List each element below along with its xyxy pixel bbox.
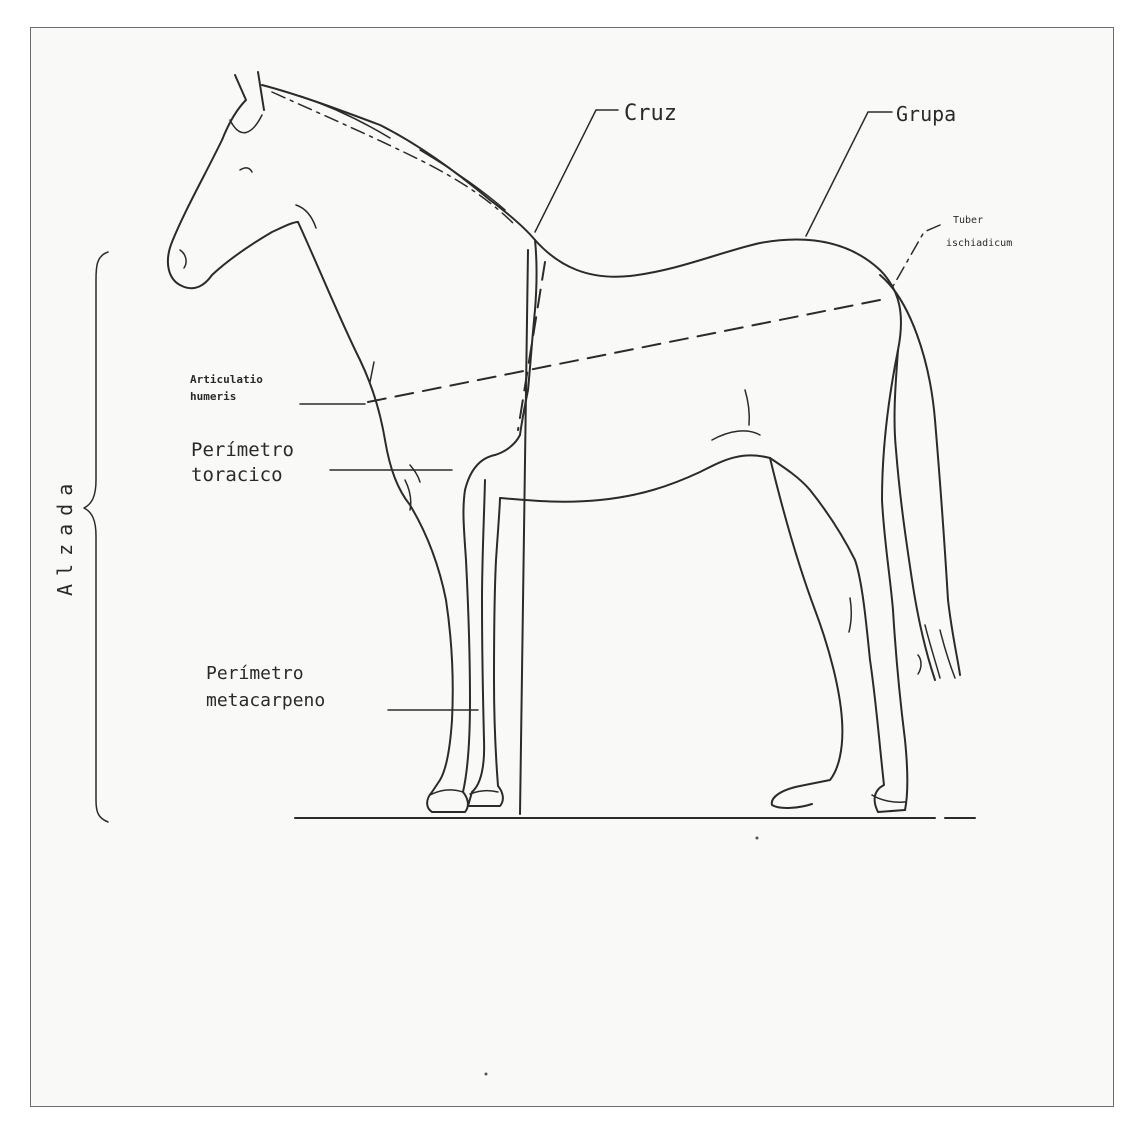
label-tuber-line2: ischiadicum bbox=[946, 238, 1012, 249]
label-perimetro-toracico-line1: Perímetro bbox=[191, 439, 294, 461]
withers-height-line bbox=[520, 250, 528, 814]
label-perimetro-metacarpeno-line1: Perímetro bbox=[206, 663, 304, 684]
tuber-leader bbox=[892, 225, 940, 288]
label-alzada: Alzada bbox=[53, 476, 77, 596]
label-articulatio-line1: Articulatio bbox=[190, 373, 263, 386]
label-tuber-line1: Tuber bbox=[953, 215, 983, 226]
label-grupa: Grupa bbox=[896, 102, 956, 126]
scan-speck bbox=[756, 837, 759, 840]
label-cruz: Cruz bbox=[624, 101, 677, 126]
articulatio-tick bbox=[370, 362, 374, 382]
cruz-leader bbox=[535, 110, 618, 232]
thoracic-girth-line bbox=[518, 262, 545, 430]
label-perimetro-metacarpeno-line2: metacarpeno bbox=[206, 690, 325, 711]
grupa-leader bbox=[806, 112, 892, 236]
label-perimetro-toracico-line2: toracico bbox=[191, 464, 283, 486]
body-length-line bbox=[368, 300, 880, 402]
scan-speck bbox=[485, 1073, 488, 1076]
alzada-brace bbox=[84, 252, 108, 822]
label-articulatio-line2: humeris bbox=[190, 390, 236, 403]
